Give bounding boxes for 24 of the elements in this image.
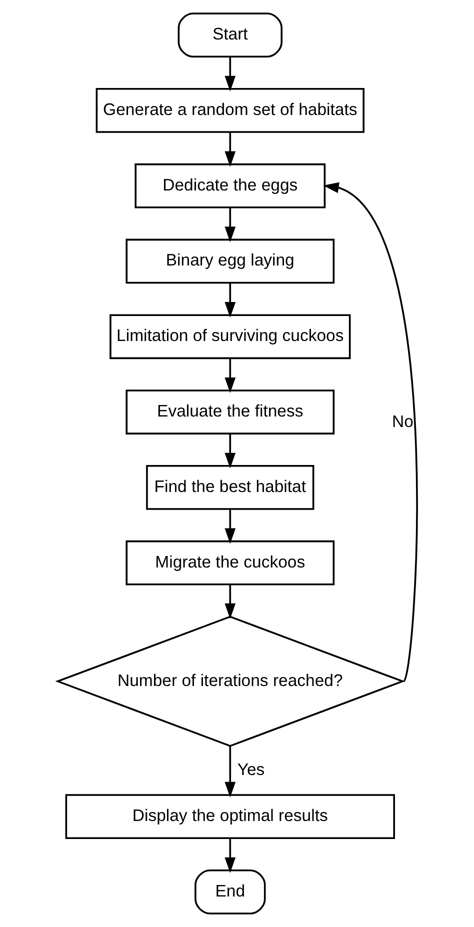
node-box: Find the best habitat [146,465,314,510]
node-box: Evaluate the fitness [125,390,334,434]
arrow [224,434,236,468]
node-box: Limitation of surviving cuckoos [109,314,350,360]
node-diamond: Number of iterations reached? [54,616,405,747]
arrow [224,838,236,873]
arrow [224,56,236,92]
arrow [224,132,236,167]
arrow [224,208,236,242]
node-box: Display the optimal results [64,794,394,839]
node-box: Binary egg laying [125,238,334,284]
arrow [224,358,236,394]
arrow [322,182,418,682]
node-box: Dedicate the eggs [134,163,326,208]
node-box: Generate a random set of habitats [95,88,364,133]
node-box: End [194,870,266,914]
node-box: Migrate the cuckoos [125,540,334,586]
arrow [224,584,236,619]
node-box: Start [177,12,282,58]
edge-label: No [392,412,413,432]
arrow [224,283,236,318]
arrow [224,509,236,544]
arrow [224,746,236,798]
edge-label: Yes [236,760,264,779]
